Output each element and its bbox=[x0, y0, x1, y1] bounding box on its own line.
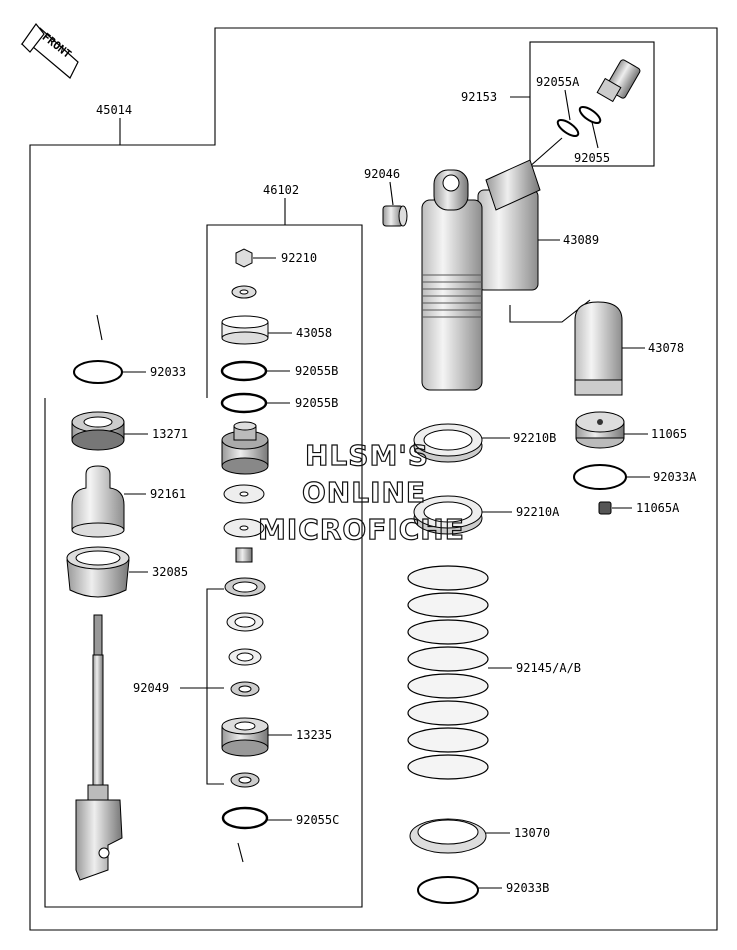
cap-11065A bbox=[598, 501, 612, 515]
assembly-92153-box bbox=[529, 41, 655, 167]
spring-seat-13070 bbox=[409, 818, 487, 854]
label-45014: 45014 bbox=[96, 103, 132, 117]
label-92055A: 92055A bbox=[536, 75, 580, 89]
label-43078: 43078 bbox=[648, 341, 684, 355]
label-46102: 46102 bbox=[263, 183, 299, 197]
valve-92153 bbox=[596, 59, 641, 103]
circlip-92033A bbox=[573, 464, 627, 490]
oring-92055A bbox=[556, 118, 580, 138]
label-43089: 43089 bbox=[563, 233, 599, 247]
label-92210B: 92210B bbox=[513, 431, 556, 445]
label-13271: 13271 bbox=[152, 427, 188, 441]
label-92055C: 92055C bbox=[296, 813, 339, 827]
piston-rod bbox=[75, 614, 123, 881]
label-11065A: 11065A bbox=[636, 501, 680, 515]
circlip-92033 bbox=[73, 360, 123, 384]
shock-body-43089 bbox=[421, 159, 541, 391]
assembly-46102-frame bbox=[44, 224, 363, 908]
nut-92210 bbox=[235, 248, 253, 268]
watermark-line-1: HLSM'S bbox=[305, 439, 429, 472]
label-92055: 92055 bbox=[574, 151, 610, 165]
piston-assembly bbox=[221, 421, 269, 475]
collar-43058 bbox=[221, 315, 269, 345]
label-92055B-1: 92055B bbox=[295, 364, 338, 378]
label-13070: 13070 bbox=[514, 826, 550, 840]
label-92145: 92145/A/B bbox=[516, 661, 581, 675]
bracket-92049 bbox=[206, 588, 224, 785]
spring-92145 bbox=[407, 565, 489, 780]
watermark-line-3: MICROFICHE bbox=[258, 513, 465, 546]
spacer bbox=[235, 547, 253, 563]
cap-32085 bbox=[66, 546, 130, 598]
label-92033A: 92033A bbox=[653, 470, 697, 484]
oring-92055 bbox=[578, 105, 602, 125]
watermark: HLSM'S ONLINE MICROFICHE bbox=[257, 438, 465, 546]
oring-92055B-1 bbox=[220, 360, 268, 382]
label-43058: 43058 bbox=[296, 326, 332, 340]
watermark-line-2: ONLINE bbox=[302, 476, 426, 509]
bump-rubber-92161 bbox=[71, 465, 125, 538]
piston-13235 bbox=[221, 717, 269, 757]
reservoir-cap-43078 bbox=[574, 301, 623, 396]
label-92046: 92046 bbox=[364, 167, 400, 181]
bushing-92046 bbox=[382, 205, 408, 227]
front-arrow-icon: FRONT bbox=[20, 22, 79, 79]
label-92055B-2: 92055B bbox=[295, 396, 338, 410]
label-92033B: 92033B bbox=[506, 881, 549, 895]
label-32085: 32085 bbox=[152, 565, 188, 579]
label-92049: 92049 bbox=[133, 681, 169, 695]
circlip-92033B bbox=[417, 876, 479, 904]
label-92033: 92033 bbox=[150, 365, 186, 379]
label-92161: 92161 bbox=[150, 487, 186, 501]
locknut-92210A bbox=[413, 495, 483, 535]
label-92210: 92210 bbox=[281, 251, 317, 265]
locknut-92210B bbox=[413, 423, 483, 463]
valve-11065 bbox=[575, 411, 625, 449]
label-92210A: 92210A bbox=[516, 505, 560, 519]
assembly-45014-frame bbox=[29, 27, 718, 931]
label-92153: 92153 bbox=[461, 90, 497, 104]
label-11065: 11065 bbox=[651, 427, 687, 441]
seal-13271 bbox=[71, 411, 125, 451]
oring-92055B-2 bbox=[220, 392, 268, 414]
label-13235: 13235 bbox=[296, 728, 332, 742]
oring-92055C bbox=[221, 806, 269, 830]
